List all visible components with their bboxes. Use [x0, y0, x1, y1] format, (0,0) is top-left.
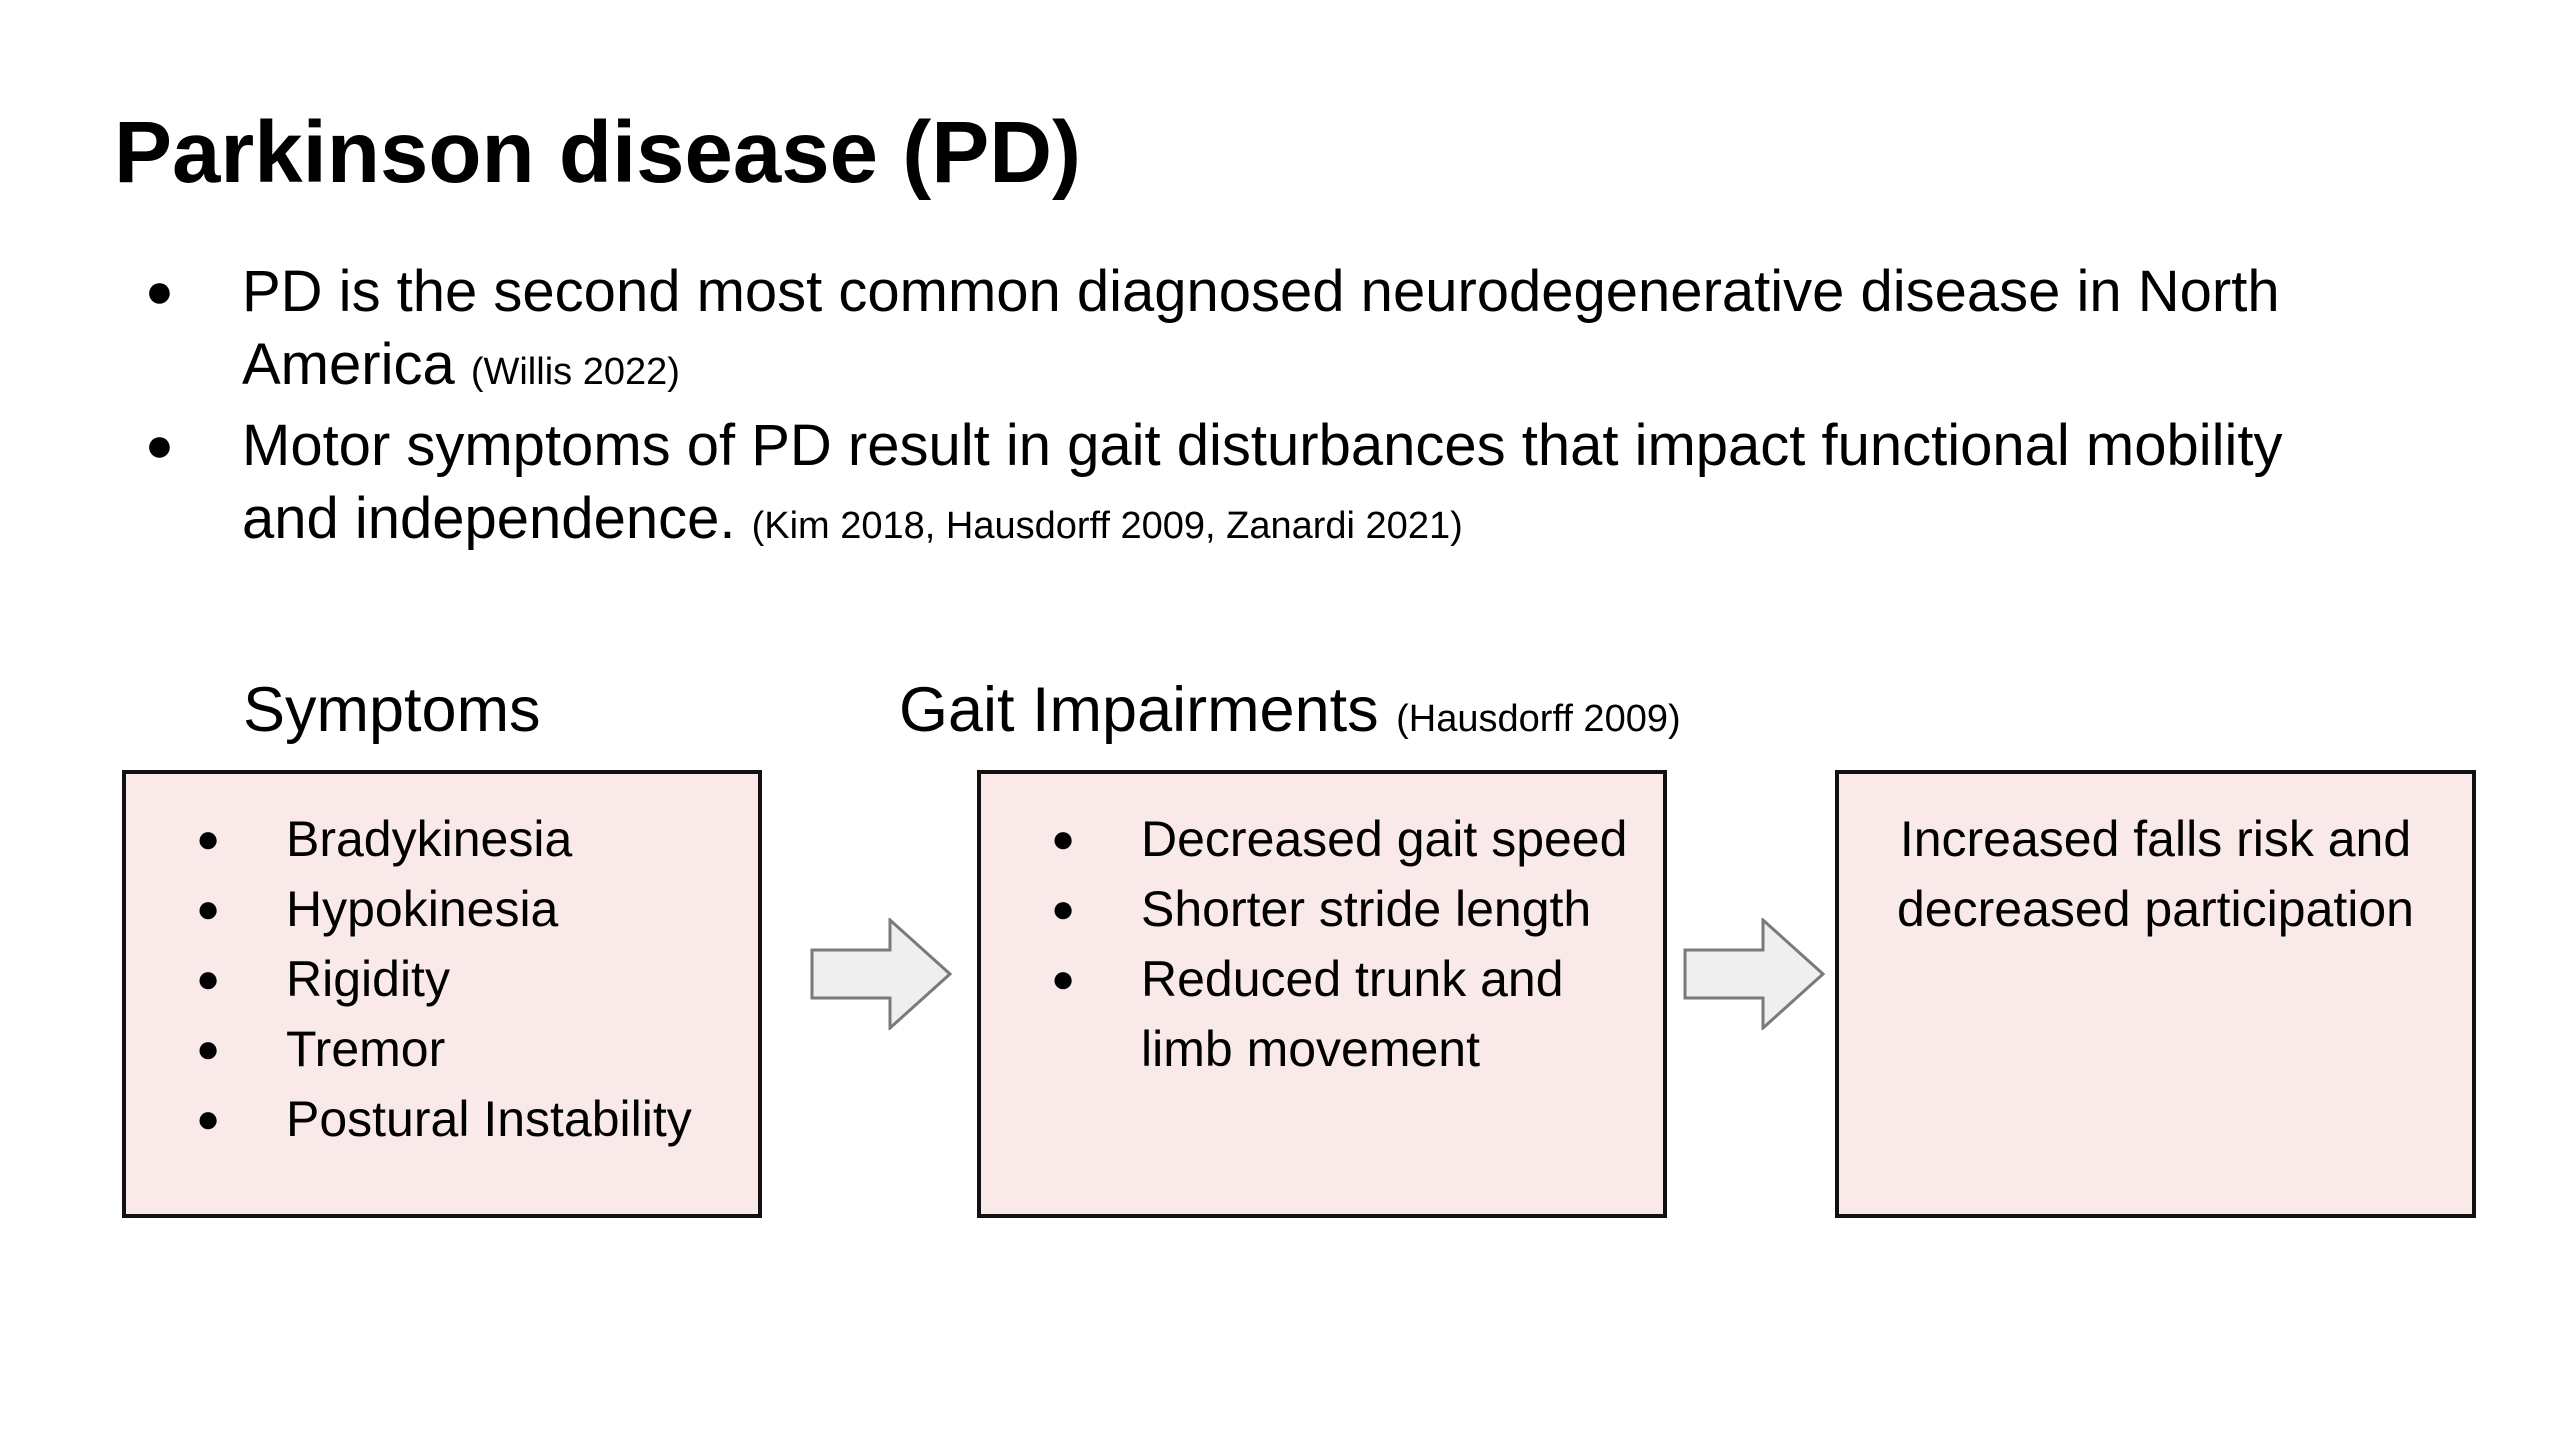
- list-item: ● Shorter stride length: [1051, 874, 1651, 944]
- intro-bullet-text: Motor symptoms of PD result in gait dist…: [242, 413, 2283, 551]
- intro-bullet-item: ● PD is the second most common diagnosed…: [145, 255, 2345, 409]
- citation: (Hausdorff 2009): [1396, 698, 1681, 740]
- right-arrow-icon: [1683, 918, 1825, 1030]
- bullet-icon: ●: [196, 1027, 221, 1071]
- bullet-icon: ●: [196, 887, 221, 931]
- bullet-icon: ●: [145, 265, 174, 318]
- list-item: ● Rigidity: [196, 944, 692, 1014]
- outcome-box: Increased falls risk and decreased parti…: [1835, 770, 2476, 1218]
- gait-heading: Gait Impairments (Hausdorff 2009): [899, 670, 1681, 759]
- citation: (Willis 2022): [470, 351, 680, 393]
- list-item: ● Reduced trunk and limb movement: [1051, 944, 1571, 1084]
- bullet-icon: ●: [1051, 817, 1076, 861]
- citation: (Kim 2018, Hausdorff 2009, Zanardi 2021): [751, 505, 1463, 547]
- symptoms-list: ● Bradykinesia ● Hypokinesia ● Rigidity …: [196, 804, 692, 1154]
- intro-bullet-item: ● Motor symptoms of PD result in gait di…: [145, 409, 2345, 563]
- list-item-text: Hypokinesia: [286, 881, 559, 937]
- list-item-text: Rigidity: [286, 951, 450, 1007]
- list-item: ● Postural Instability: [196, 1084, 692, 1154]
- list-item-text: Tremor: [286, 1021, 446, 1077]
- list-item: ● Bradykinesia: [196, 804, 692, 874]
- gait-list: ● Decreased gait speed ● Shorter stride …: [1051, 804, 1651, 1084]
- bullet-icon: ●: [1051, 957, 1076, 1001]
- gait-heading-text: Gait Impairments: [899, 675, 1379, 745]
- bullet-icon: ●: [196, 1097, 221, 1141]
- list-item-text: Bradykinesia: [286, 811, 573, 867]
- list-item-text: Shorter stride length: [1141, 881, 1592, 937]
- gait-box: ● Decreased gait speed ● Shorter stride …: [977, 770, 1667, 1218]
- list-item: ● Hypokinesia: [196, 874, 692, 944]
- right-arrow-icon: [810, 918, 952, 1030]
- symptoms-box: ● Bradykinesia ● Hypokinesia ● Rigidity …: [122, 770, 762, 1218]
- symptoms-heading-text: Symptoms: [243, 675, 541, 745]
- intro-bullet-list: ● PD is the second most common diagnosed…: [145, 255, 2345, 563]
- list-item-text: Postural Instability: [286, 1091, 692, 1147]
- bullet-icon: ●: [145, 419, 174, 472]
- list-item: ● Decreased gait speed: [1051, 804, 1651, 874]
- list-item-text: Decreased gait speed: [1141, 811, 1628, 867]
- slide-title: Parkinson disease (PD): [114, 104, 1082, 201]
- list-item-text: Reduced trunk and limb movement: [1141, 951, 1564, 1077]
- outcome-text: Increased falls risk and decreased parti…: [1897, 811, 2414, 937]
- bullet-icon: ●: [1051, 887, 1076, 931]
- bullet-icon: ●: [196, 957, 221, 1001]
- list-item: ● Tremor: [196, 1014, 692, 1084]
- intro-bullet-text: PD is the second most common diagnosed n…: [242, 259, 2280, 397]
- bullet-icon: ●: [196, 817, 221, 861]
- symptoms-heading: Symptoms: [243, 670, 541, 750]
